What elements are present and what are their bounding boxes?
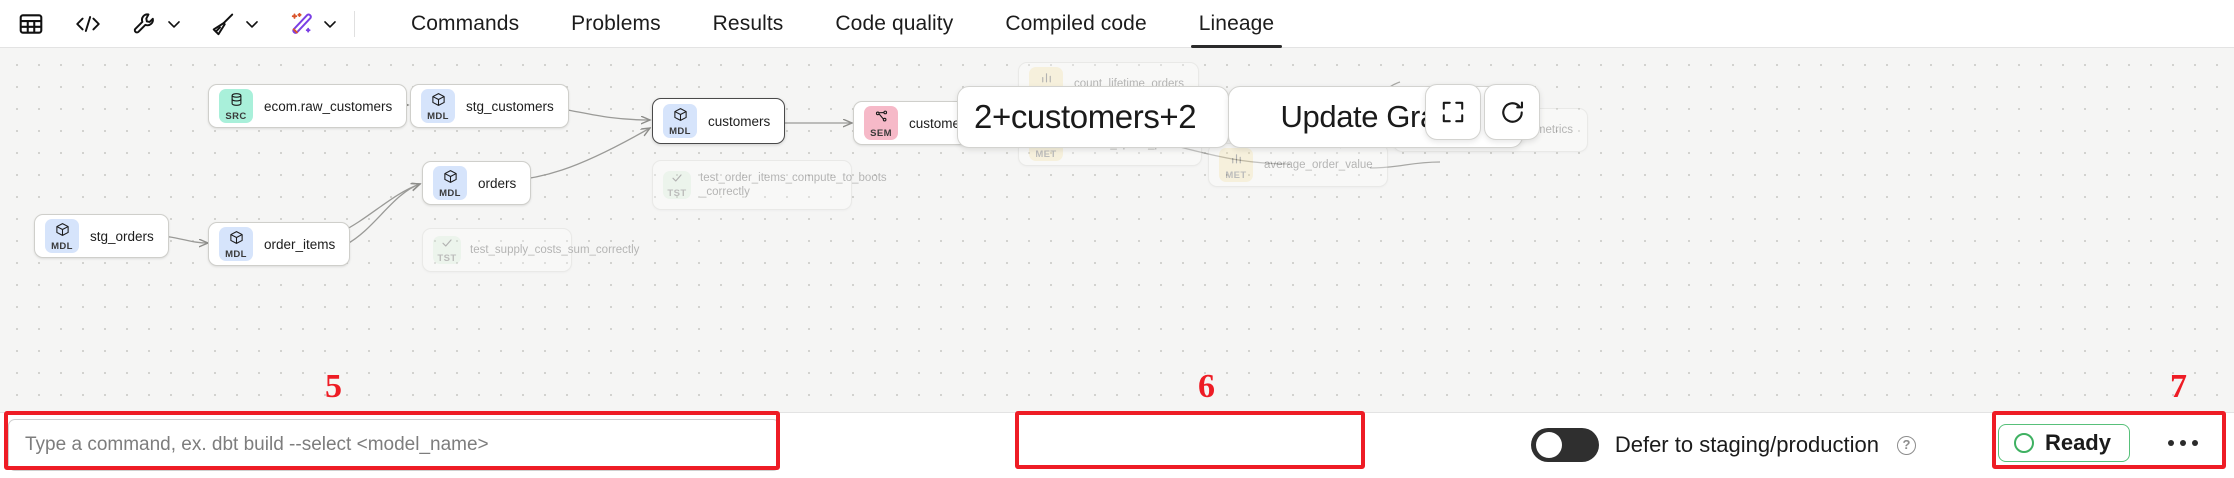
node-stg-orders[interactable]: MDL stg_orders	[34, 214, 169, 258]
cube-icon	[443, 169, 458, 188]
badge-text: MDL	[439, 187, 461, 199]
tab-code-quality[interactable]: Code quality	[835, 11, 954, 35]
expand-icon	[1442, 101, 1464, 123]
node-label: orders	[478, 175, 517, 191]
command-input[interactable]	[8, 419, 780, 471]
cube-icon	[55, 222, 70, 241]
command-input-wrap	[8, 419, 780, 471]
node-label: stg_customers	[466, 98, 554, 114]
node-test-order-items[interactable]: TST test_order_items_compute_to_boots _c…	[652, 160, 887, 210]
badge-text: TST	[437, 253, 457, 265]
node-label: test_supply_costs_sum_correctly	[470, 244, 640, 256]
broom-icon[interactable]	[206, 7, 240, 41]
test-badge: TST	[433, 236, 461, 264]
defer-toggle[interactable]	[1530, 428, 1599, 462]
table-view-icon[interactable]	[14, 7, 48, 41]
check-icon	[671, 172, 683, 188]
chart-icon	[1229, 151, 1244, 170]
graph-icon	[874, 109, 889, 128]
database-icon	[229, 92, 244, 111]
badge-text: MDL	[427, 110, 449, 122]
check-icon	[441, 237, 453, 253]
chart-icon	[1039, 70, 1054, 89]
graph-selector-text: 2+customers+2	[974, 98, 1197, 135]
toggle-knob	[1535, 432, 1562, 458]
magic-wand-icon[interactable]	[284, 7, 318, 41]
badge-text: MDL	[225, 248, 247, 260]
fullscreen-button[interactable]	[1425, 84, 1481, 140]
tab-compiled-code[interactable]: Compiled code	[1005, 11, 1147, 35]
tab-results[interactable]: Results	[712, 11, 784, 35]
help-circle-icon[interactable]: ?	[1897, 435, 1916, 455]
more-horizontal-icon[interactable]	[2152, 426, 2214, 460]
wrench-chevron-down-icon[interactable]	[164, 14, 184, 34]
badge-text: MET	[1225, 169, 1247, 181]
node-label: order_items	[264, 236, 336, 252]
badge-text: MDL	[669, 125, 691, 137]
editor-toolbar: Commands Problems Results Code quality C…	[0, 0, 2234, 48]
refresh-icon	[1501, 101, 1523, 123]
node-label: customers	[909, 115, 972, 131]
tab-commands[interactable]: Commands	[411, 11, 520, 35]
cube-icon	[431, 92, 446, 111]
broom-chevron-down-icon[interactable]	[242, 14, 262, 34]
model-badge: MDL	[433, 166, 467, 200]
badge-text: MET	[1035, 148, 1057, 160]
cube-icon	[229, 230, 244, 249]
node-label: customers	[708, 113, 771, 129]
toolbar-icon-group	[0, 0, 369, 48]
lineage-graph-canvas[interactable]: SRC ecom.raw_customers MDL stg_customers	[0, 48, 2234, 478]
badge-text: MDL	[51, 240, 73, 252]
node-label: test_order_items_compute_to_boots _corre…	[700, 171, 887, 198]
magic-wand-chevron-down-icon[interactable]	[320, 14, 340, 34]
semantic-badge: SEM	[864, 106, 898, 140]
node-label: ecom.raw_customers	[264, 98, 393, 114]
cube-icon	[673, 107, 688, 126]
node-stg-customers[interactable]: MDL stg_customers	[410, 84, 569, 128]
tab-lineage[interactable]: Lineage	[1173, 0, 1300, 48]
model-badge: MDL	[421, 89, 455, 123]
badge-text: SEM	[870, 127, 892, 139]
source-badge: SRC	[219, 89, 253, 123]
graph-selector-box[interactable]: 2+customers+2	[957, 86, 1229, 148]
command-bar: Defer to staging/production ? Ready	[0, 412, 2234, 478]
node-average-order-value[interactable]: MET average_order_value	[1208, 143, 1388, 187]
node-label: stg_orders	[90, 228, 154, 244]
badge-text: SRC	[225, 110, 247, 122]
badge-text: TST	[667, 188, 687, 200]
node-ecom-raw-customers[interactable]: SRC ecom.raw_customers	[208, 84, 408, 128]
node-orders[interactable]: MDL orders	[422, 161, 532, 205]
model-badge: MDL	[45, 219, 79, 253]
node-label: average_order_value	[1264, 159, 1373, 171]
code-view-icon[interactable]	[70, 7, 106, 41]
status-dot-icon	[2013, 433, 2034, 453]
toolbar-divider	[354, 10, 355, 37]
defer-label: Defer to staging/production	[1614, 432, 1879, 457]
metric-badge: MET	[1219, 148, 1253, 182]
node-customers-mdl[interactable]: MDL customers	[652, 98, 786, 144]
panel-tabs: Commands Problems Results Code quality C…	[385, 0, 1300, 48]
refresh-button[interactable]	[1484, 84, 1540, 140]
status-label: Ready	[2044, 430, 2111, 455]
wrench-icon[interactable]	[128, 7, 162, 41]
tab-problems[interactable]: Problems	[571, 11, 661, 35]
test-badge: TST	[663, 171, 691, 199]
node-test-supply-costs[interactable]: TST test_supply_costs_sum_correctly	[422, 228, 639, 272]
model-badge: MDL	[219, 227, 253, 261]
defer-control: Defer to staging/production ?	[1530, 428, 1916, 462]
model-badge: MDL	[663, 104, 697, 138]
status-ready[interactable]: Ready	[1997, 424, 2130, 462]
node-order-items[interactable]: MDL order_items	[208, 222, 351, 266]
